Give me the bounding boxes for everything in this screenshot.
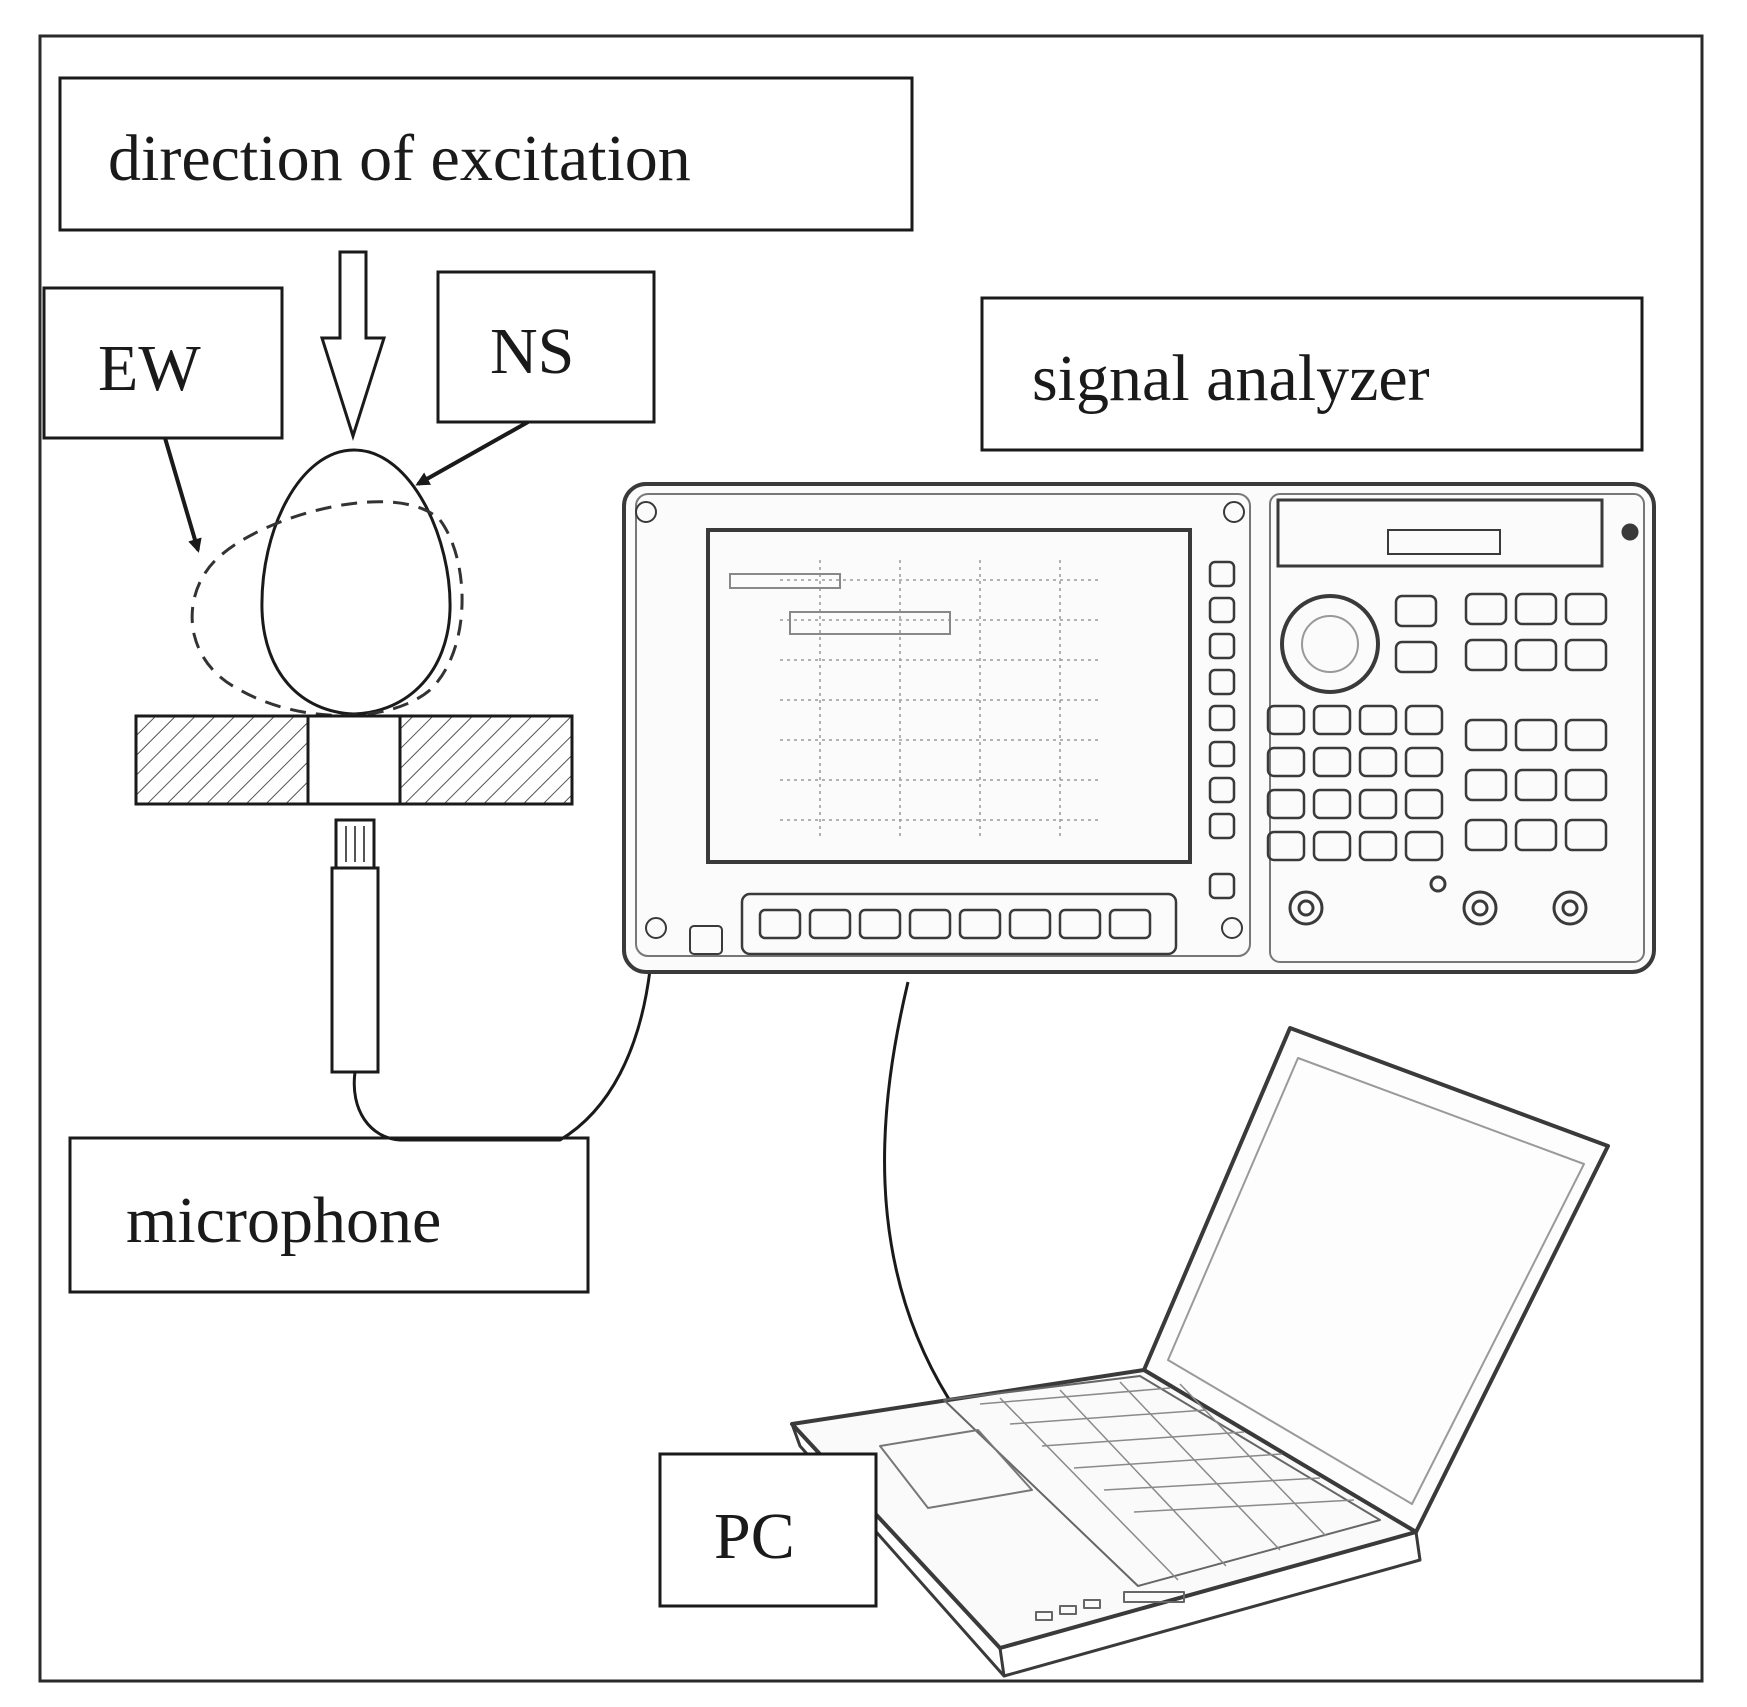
pc-label: PC [714, 1500, 795, 1573]
microphone-box: microphone [68, 1136, 590, 1294]
microphone-probe-icon [330, 818, 380, 1074]
support-plate [134, 714, 574, 806]
signal-analyzer-icon [622, 482, 1656, 974]
ew-label: EW [98, 332, 201, 405]
microphone-label: microphone [126, 1184, 441, 1257]
excitation-arrow-icon [319, 250, 387, 441]
signal-analyzer-box: signal analyzer [980, 296, 1644, 452]
specimen-ns-shape [260, 448, 452, 716]
ns-label: NS [490, 315, 574, 388]
ew-box: EW [42, 286, 284, 440]
ns-box: NS [436, 270, 656, 424]
outer-frame [38, 34, 1704, 1683]
direction-of-excitation-box: direction of excitation [58, 76, 914, 232]
direction-of-excitation-label: direction of excitation [108, 122, 691, 195]
laptop-pc-icon [790, 1026, 1610, 1678]
ns-pointer-arrow [415, 420, 529, 486]
specimen-ew-shape [190, 500, 464, 717]
ew-pointer-arrow [163, 437, 202, 553]
microphone-cable [352, 969, 652, 1142]
pc-cable [883, 981, 954, 1405]
pc-box: PC [658, 1452, 878, 1608]
signal-analyzer-label: signal analyzer [1032, 342, 1430, 415]
